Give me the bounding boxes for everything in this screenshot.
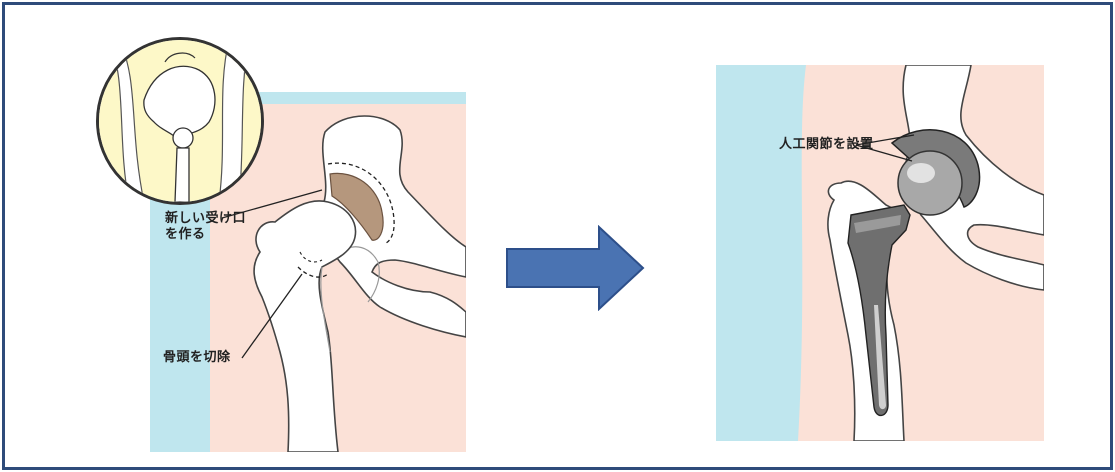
cut-head-label: 骨頭を切除: [163, 350, 231, 366]
hip-inset-icon: [96, 37, 264, 205]
after-hip-illustration: [716, 65, 1044, 441]
water-band: [716, 65, 806, 441]
arrow-right-icon: [505, 225, 645, 311]
implant-label: 人工関節を設置: [779, 137, 874, 153]
new-socket-label: 新しい受け口 を作る: [165, 211, 246, 243]
after-panel: [716, 65, 1044, 441]
femoral-head-implant: [898, 151, 962, 215]
